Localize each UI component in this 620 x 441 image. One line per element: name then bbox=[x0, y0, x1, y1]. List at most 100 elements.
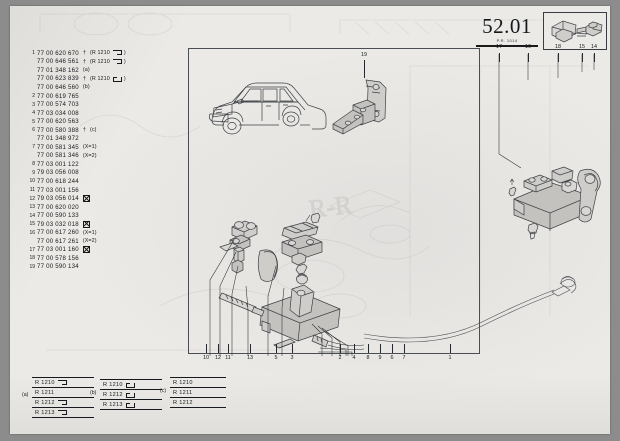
callout-label-6: 6 bbox=[390, 355, 394, 361]
part-number: 77 00 623 839 bbox=[37, 75, 79, 83]
part-note-end: ) bbox=[123, 75, 126, 82]
callout-tick bbox=[392, 344, 393, 353]
part-number: 77 00 620 020 bbox=[37, 203, 79, 211]
parts-list-row[interactable]: 77 00 581 346(X=2) bbox=[24, 152, 176, 161]
callout-label-7: 7 bbox=[402, 355, 406, 361]
dagger-icon: † bbox=[82, 75, 86, 82]
part-note-end: ) bbox=[123, 50, 126, 57]
part-number: 77 03 034 008 bbox=[37, 109, 79, 117]
callout-tick bbox=[228, 344, 229, 353]
part-index: 15 bbox=[29, 221, 35, 228]
callout-tick bbox=[528, 53, 529, 62]
header-thumbnail-illustration bbox=[543, 12, 607, 50]
legend-row[interactable]: R 1213 bbox=[32, 407, 94, 418]
part-number: 77 00 578 156 bbox=[37, 254, 79, 262]
dagger-icon: † bbox=[82, 127, 86, 134]
part-note: (R 1210 bbox=[89, 58, 110, 65]
parts-list-row[interactable]: 77 00 646 560(b) bbox=[24, 83, 176, 92]
connector-flag-right-icon bbox=[57, 379, 67, 386]
callout-label-15: 15 bbox=[579, 44, 585, 50]
callout-tick bbox=[499, 53, 500, 62]
part-index: 1 bbox=[32, 50, 35, 57]
parts-list-row[interactable]: 77 00 623 839†(R 1210) bbox=[24, 75, 176, 84]
connector-flag-left-icon bbox=[125, 402, 135, 408]
part-number: 77 00 581 345 bbox=[37, 143, 79, 151]
part-index: 5 bbox=[32, 118, 35, 125]
legend-code: R 1211 bbox=[35, 389, 55, 396]
part-number: 77 00 617 261 bbox=[37, 237, 79, 245]
parts-list-row[interactable]: 77 01 348 162(a) bbox=[24, 66, 176, 75]
parts-list-row[interactable]: 77 00 646 561†(R 1210) bbox=[24, 58, 176, 67]
parts-list-row[interactable]: 77 01 348 972 bbox=[24, 134, 176, 143]
part-number: 77 00 580 388 bbox=[37, 126, 79, 134]
part-number: 79 03 056 014 bbox=[37, 195, 79, 203]
part-index: 17 bbox=[29, 246, 35, 253]
callout-label-14: 14 bbox=[591, 44, 597, 50]
callout-tick bbox=[276, 344, 277, 353]
legend-group-label: (c) bbox=[160, 388, 167, 394]
part-index: 18 bbox=[29, 255, 35, 262]
legend-row[interactable]: R 1213 bbox=[100, 399, 162, 410]
part-number: 77 03 001 160 bbox=[37, 246, 79, 254]
part-number: 77 00 619 765 bbox=[37, 92, 79, 100]
part-index: 10 bbox=[29, 178, 35, 185]
part-note: (X=2) bbox=[82, 152, 97, 159]
legend-code: R 1210 bbox=[173, 379, 193, 386]
part-index: 6 bbox=[32, 127, 35, 134]
part-number: 79 03 056 008 bbox=[37, 169, 79, 177]
connector-flag-right-icon bbox=[112, 58, 122, 65]
part-index: 9 bbox=[32, 169, 35, 176]
part-number: 77 00 620 563 bbox=[37, 118, 79, 126]
part-index: 8 bbox=[32, 161, 35, 168]
callout-tick bbox=[340, 344, 341, 353]
legend-code: R 1210 bbox=[35, 379, 55, 386]
legend-code: R 1212 bbox=[35, 399, 55, 406]
callout-tick bbox=[404, 344, 405, 353]
legend-row[interactable]: R 1212 bbox=[170, 397, 226, 408]
part-number: 77 00 574 703 bbox=[37, 101, 79, 109]
parts-list-row[interactable]: 77 00 617 261(X=2) bbox=[24, 237, 176, 246]
connector-flag-left-icon bbox=[125, 392, 135, 398]
part-number: 77 01 348 162 bbox=[37, 66, 79, 74]
dagger-icon: † bbox=[82, 50, 86, 57]
callout-tick bbox=[594, 53, 595, 62]
callout-tick bbox=[206, 344, 207, 353]
part-note: (X=2) bbox=[82, 238, 97, 245]
callout-label-12: 12 bbox=[215, 355, 221, 361]
part-number: 77 00 646 560 bbox=[37, 83, 79, 91]
main-assembly-leaders bbox=[209, 239, 353, 356]
callout-tick bbox=[368, 344, 369, 353]
callout-label-1: 1 bbox=[448, 355, 452, 361]
section-subtitle: P.R. 1014 bbox=[496, 38, 518, 43]
callout-tick bbox=[450, 344, 451, 353]
part-index: 14 bbox=[29, 212, 35, 219]
part-index: 19 bbox=[29, 263, 35, 270]
part-number: 77 00 590 134 bbox=[37, 263, 79, 271]
dagger-icon: † bbox=[82, 58, 86, 65]
part-note: (R 1210 bbox=[89, 50, 110, 57]
callout-label-11: 11 bbox=[225, 355, 231, 361]
